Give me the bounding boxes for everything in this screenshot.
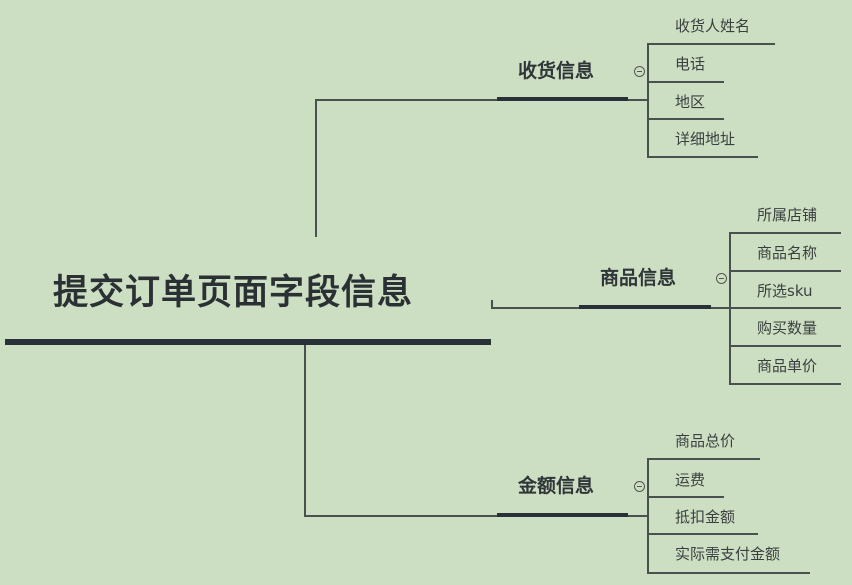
leaf-topic[interactable]: 所属店铺 bbox=[757, 206, 818, 224]
leaf-topic[interactable]: 详细地址 bbox=[675, 130, 736, 148]
branch-topic-amount[interactable]: 金额信息 bbox=[518, 475, 595, 497]
branch-topic-shipping[interactable]: 收货信息 bbox=[518, 60, 595, 82]
connector-line bbox=[315, 99, 317, 237]
leaf-topic[interactable]: 电话 bbox=[675, 55, 706, 73]
leaf-topic[interactable]: 收货人姓名 bbox=[675, 17, 751, 35]
leaf-underline bbox=[647, 118, 724, 120]
leaf-underline bbox=[647, 496, 724, 498]
leaf-underline bbox=[729, 383, 841, 385]
connector-line bbox=[711, 307, 729, 309]
root-underline bbox=[5, 339, 491, 345]
leaf-underline bbox=[729, 270, 841, 272]
branch-underline bbox=[579, 305, 711, 309]
connector-line bbox=[647, 43, 649, 157]
root-topic[interactable]: 提交订单页面字段信息 bbox=[53, 273, 414, 313]
connector-line bbox=[304, 515, 498, 517]
leaf-topic[interactable]: 商品单价 bbox=[757, 357, 818, 375]
connector-line bbox=[491, 300, 493, 307]
branch-underline bbox=[497, 513, 628, 517]
leaf-topic[interactable]: 地区 bbox=[675, 93, 706, 111]
connector-line bbox=[647, 458, 649, 573]
collapse-icon[interactable] bbox=[634, 481, 645, 492]
leaf-topic[interactable]: 商品总价 bbox=[675, 432, 736, 450]
leaf-underline bbox=[647, 43, 775, 45]
connector-line bbox=[315, 99, 498, 101]
leaf-underline bbox=[647, 458, 760, 460]
connector-line bbox=[628, 99, 648, 101]
leaf-underline bbox=[647, 156, 758, 158]
connector-line bbox=[304, 345, 306, 516]
leaf-underline bbox=[729, 307, 841, 309]
branch-underline bbox=[497, 97, 628, 101]
leaf-underline bbox=[647, 81, 724, 83]
leaf-topic[interactable]: 实际需支付金额 bbox=[675, 545, 781, 563]
connector-line bbox=[491, 307, 580, 309]
leaf-topic[interactable]: 运费 bbox=[675, 471, 706, 489]
leaf-topic[interactable]: 所选sku bbox=[757, 282, 813, 300]
leaf-underline bbox=[647, 533, 758, 535]
leaf-topic[interactable]: 商品名称 bbox=[757, 244, 818, 262]
leaf-topic[interactable]: 抵扣金额 bbox=[675, 508, 736, 526]
leaf-underline bbox=[729, 345, 841, 347]
branch-topic-product[interactable]: 商品信息 bbox=[600, 267, 677, 289]
connector-line bbox=[628, 515, 648, 517]
leaf-underline bbox=[729, 232, 841, 234]
collapse-icon[interactable] bbox=[634, 66, 645, 77]
leaf-underline bbox=[647, 572, 810, 574]
collapse-icon[interactable] bbox=[716, 273, 727, 284]
leaf-topic[interactable]: 购买数量 bbox=[757, 319, 818, 337]
